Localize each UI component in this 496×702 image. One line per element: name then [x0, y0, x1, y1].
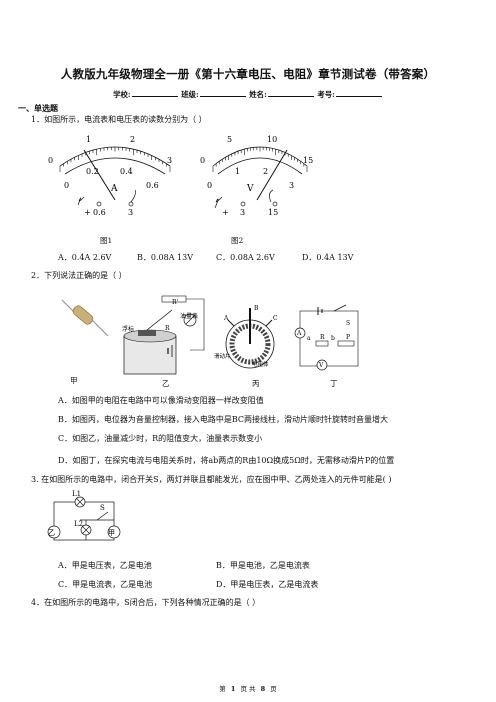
question-1-stem: 1．如图所示，电流表和电压表的读数分别为（ ）: [31, 115, 207, 124]
terminal-a-label: A: [223, 315, 229, 322]
ammeter-figure: 0 1 2 3 0 0.2 0.4 0.6 A + 0.6 3: [48, 135, 172, 217]
exam-no-label: 考号:: [317, 90, 335, 99]
voltmeter-top-0: 0: [200, 156, 205, 165]
q1-option-a[interactable]: A．0.4A 2.6V: [58, 253, 112, 262]
voltmeter-top-1: 5: [227, 135, 232, 144]
footer-mid: 页 共: [240, 685, 256, 693]
voltmeter-bottom-1: 1: [235, 167, 240, 176]
voltmeter-dial: [212, 146, 308, 201]
voltmeter-bottom-2: 2: [263, 167, 268, 176]
voltmeter-figure: 0 5 10 15 0 1 2 3 V + 3 15: [200, 135, 313, 217]
figure-bing-potentiometer: A B C 滑动片 电阻体: [214, 305, 278, 369]
footer-page-number: 1: [230, 685, 236, 693]
school-label: 学校:: [113, 90, 131, 99]
ammeter-term-06: 0.6: [93, 208, 106, 217]
footer-pre: 第: [219, 685, 226, 693]
lamp-l1-label: L1: [72, 490, 81, 498]
q3-option-c[interactable]: C．甲是电流表，乙是电池: [58, 580, 153, 589]
figure-ding-circuit: S A a R b P V: [294, 304, 359, 371]
name-label: 姓名:: [249, 90, 267, 99]
resistor-body-label: 电阻体: [252, 360, 269, 368]
voltmeter-term-15: 15: [268, 208, 278, 217]
voltmeter-top-3: 15: [303, 156, 313, 165]
question-3-stem: 3. 在如图所示的电路中，闭合开关S，两灯并联且都能发光，应在图中甲、乙两处连入…: [31, 475, 392, 484]
ammeter-top-2: 2: [130, 135, 135, 144]
question-3-circuit: L1 L2 S 乙 甲: [47, 490, 121, 541]
school-blank[interactable]: [131, 89, 178, 97]
document-title: 人教版九年级物理全一册《第十六章电压、电阻》章节测试卷（带答案）: [60, 67, 436, 81]
ammeter-term-3: 3: [128, 208, 133, 217]
fuel-gauge-label: 油量表: [180, 312, 198, 320]
voltmeter-top-2: 10: [267, 135, 277, 144]
rprime-label: R': [172, 299, 179, 306]
r-label-yi: R: [165, 325, 170, 332]
footer-total-pages: 8: [260, 685, 266, 693]
q1-option-d[interactable]: D．0.4A 13V: [302, 253, 354, 262]
q1-option-b[interactable]: B．0.08A 13V: [137, 253, 193, 262]
point-b-label: b: [331, 335, 335, 342]
ammeter-top-3: 3: [167, 156, 172, 165]
voltmeter-needle: [256, 149, 288, 201]
float-label: 浮标: [122, 325, 134, 333]
name-blank[interactable]: [267, 89, 314, 97]
student-info-line: 学校: 班级: 姓名: 考号:: [0, 89, 496, 100]
figure-yi-fuel-gauge: R' 油量表 R 浮标: [122, 295, 205, 375]
voltmeter-symbol-ding: V: [318, 362, 324, 369]
q3-option-b[interactable]: B．甲是电池，乙是电流表: [216, 561, 310, 570]
voltmeter-bottom-0: 0: [207, 181, 212, 190]
switch-s-label-ding: S: [346, 320, 350, 327]
exam-no-blank[interactable]: [335, 89, 382, 97]
voltmeter-bottom-3: 3: [289, 181, 294, 190]
terminal-c-label: C: [273, 315, 278, 322]
fig-caption-yi: 乙: [162, 379, 170, 388]
slider-p-label: P: [346, 334, 350, 341]
class-label: 班级:: [181, 90, 199, 99]
fig-caption-jia: 甲: [70, 376, 78, 385]
fig-caption-bing: 丙: [252, 379, 260, 388]
q2-option-b[interactable]: B．如图丙，电位器为音量控制器，接入电路中是BC两接线柱，滑动片顺时针旋转时音量…: [58, 415, 389, 424]
voltmeter-term-3: 3: [240, 208, 245, 217]
ammeter-top-1: 1: [86, 135, 91, 144]
point-a-label: a: [307, 335, 311, 342]
q3-option-a[interactable]: A．甲是电压表，乙是电池: [58, 561, 152, 570]
r-label-ding: R: [320, 334, 325, 341]
fig-caption-ding: 丁: [330, 379, 338, 388]
class-blank[interactable]: [199, 89, 246, 97]
ammeter-needle: [83, 149, 116, 201]
voltmeter-unit: V: [246, 184, 254, 194]
ammeter-top-0: 0: [48, 156, 53, 165]
figure-2-caption: 图2: [231, 236, 244, 245]
ammeter-bottom-3: 0.6: [146, 181, 159, 190]
q3-option-d[interactable]: D．甲是电压表，乙是电流表: [216, 580, 319, 589]
page-footer: 第 1 页 共 8 页: [0, 683, 496, 693]
q1-option-c[interactable]: C．0.08A 2.6V: [216, 253, 275, 262]
ammeter-bottom-2: 0.4: [120, 167, 133, 176]
ammeter-unit: A: [110, 184, 118, 194]
element-yi-label: 乙: [48, 529, 55, 537]
q2-option-c[interactable]: C．如图乙，油量减少时，R的阻值变大，油量表示数变小: [58, 434, 263, 443]
q2-option-d[interactable]: D．如图丁，在探究电流与电阻关系时，将ab两点的R由10Ω换成5Ω时，无需移动滑…: [58, 456, 395, 465]
terminal-b-label: B: [254, 305, 259, 312]
slider-label: 滑动片: [214, 352, 231, 360]
question-4-stem: 4．在如图所示的电路中，S闭合后，下列各种情况正确的是（ ）: [31, 598, 261, 607]
section-heading: 一、单选题: [18, 103, 58, 113]
ammeter-term-plus: +: [84, 208, 91, 217]
lamp-l2-label: L2: [74, 520, 83, 528]
figure-1-caption: 图1: [100, 236, 113, 245]
switch-s-label-q3: S: [100, 504, 105, 512]
ammeter-symbol-ding: A: [296, 330, 302, 337]
q2-option-a[interactable]: A．如图甲的电阻在电路中可以像滑动变阻器一样改变阻值: [58, 396, 264, 405]
element-jia-label: 甲: [108, 529, 115, 537]
voltmeter-term-plus: +: [222, 208, 229, 217]
ammeter-bottom-1: 0.2: [86, 167, 99, 176]
footer-post: 页: [270, 685, 277, 693]
ammeter-dial: [59, 146, 171, 201]
question-2-stem: 2．下列说法正确的是（ ）: [31, 271, 127, 280]
ammeter-bottom-0: 0: [64, 181, 69, 190]
figure-jia-resistor: [61, 299, 109, 337]
